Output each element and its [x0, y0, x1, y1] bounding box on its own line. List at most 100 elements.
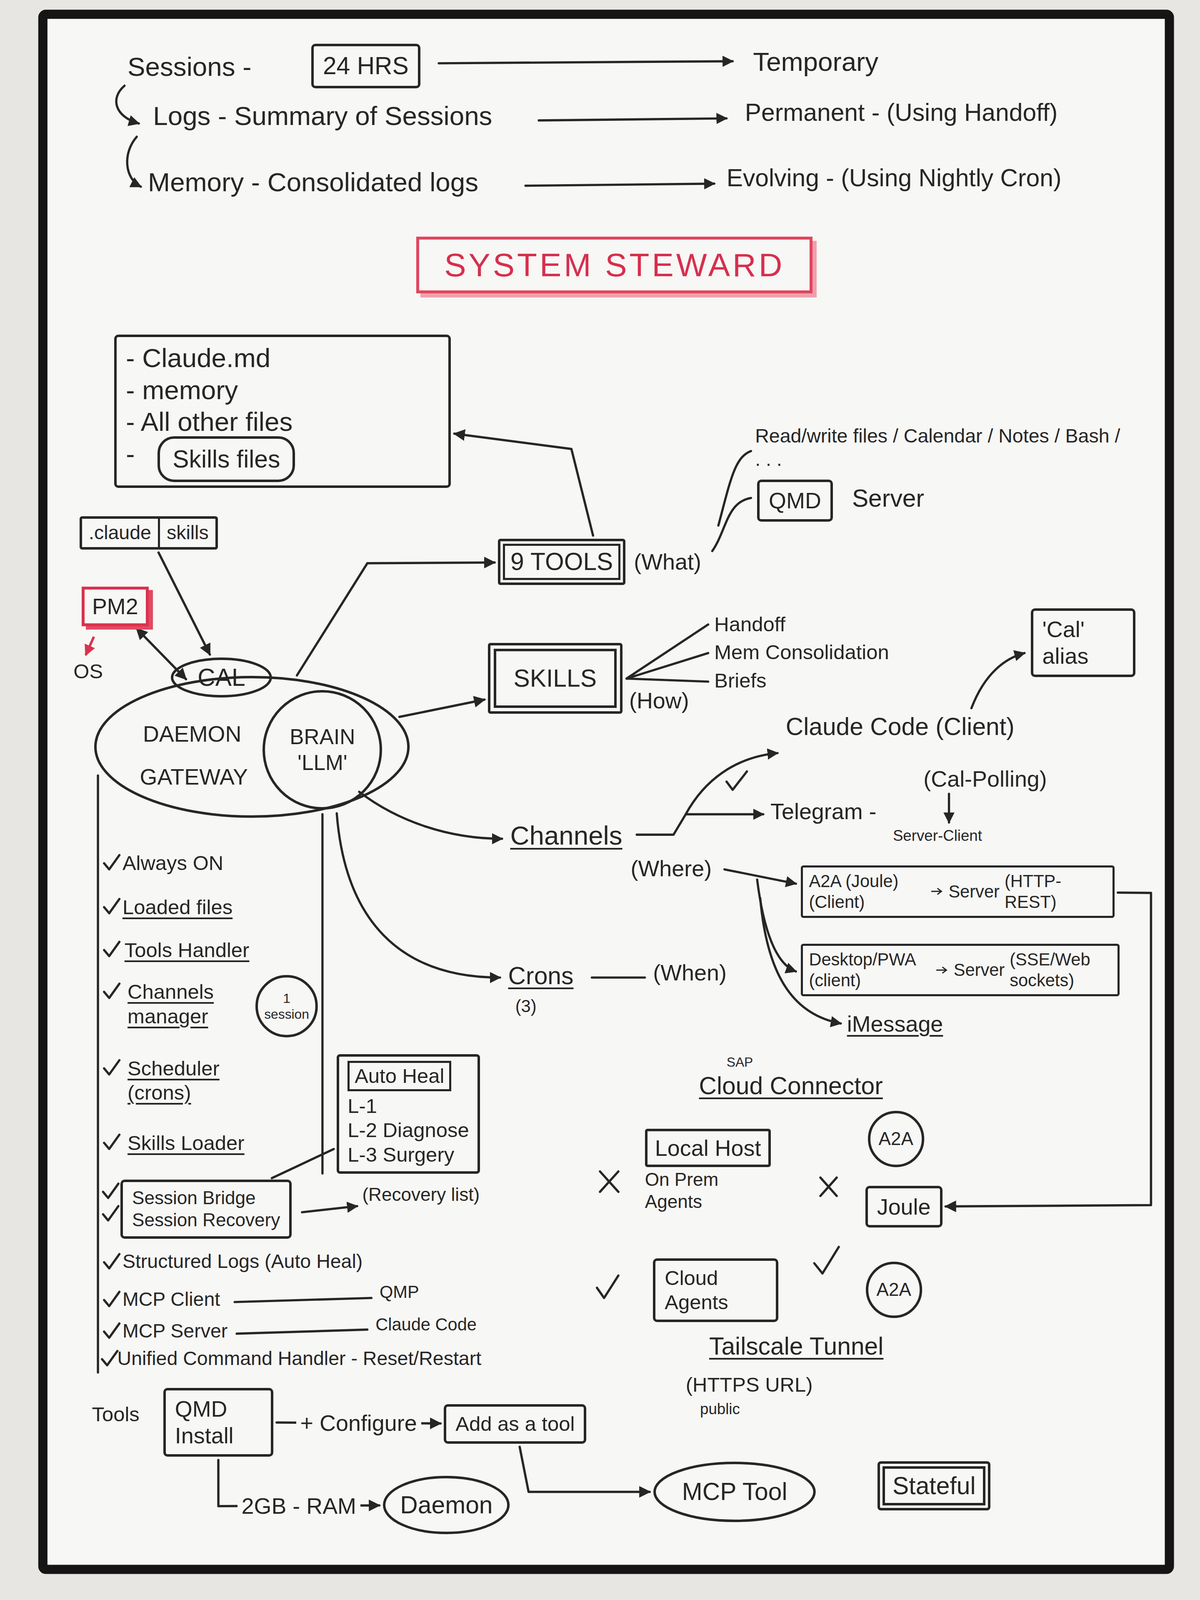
arrow — [359, 791, 503, 839]
connector — [454, 433, 593, 536]
label-slot: MCP Client — [122, 1287, 220, 1312]
process-box: Cloud Agents — [652, 1258, 779, 1323]
node-text: Server — [953, 959, 1005, 981]
note-label: Cloud Connector — [699, 1071, 883, 1101]
note-label: Memory - Consolidated logs — [147, 166, 479, 198]
dash — [236, 1329, 368, 1334]
label-slot: Loaded files — [122, 895, 233, 920]
node-text: Server — [948, 881, 1000, 903]
connector — [272, 1149, 334, 1179]
label-slot: Logs - Summary of Sessions — [152, 100, 493, 132]
node-text: Desktop/PWA (client) — [808, 949, 932, 991]
label-slot: (Recovery list) — [362, 1183, 483, 1206]
label-slot: Cloud Connector — [699, 1071, 883, 1101]
node-text: Auto Heal — [347, 1060, 452, 1092]
ellipse-node: CAL — [170, 657, 273, 698]
label-slot: (Where) — [630, 855, 713, 883]
text-slot: DAEMON — [142, 720, 242, 748]
ellipse-node: Daemon — [382, 1475, 510, 1535]
node-text: Skills files — [172, 444, 280, 475]
note-label: (3) — [515, 995, 537, 1017]
note-label: (Where) — [630, 855, 713, 883]
label-slot: Telegram - — [770, 797, 877, 825]
arrow-icon-line — [936, 967, 947, 974]
note-label: MCP Server — [122, 1319, 228, 1343]
note-label: Skills Loader — [127, 1130, 245, 1156]
node-text: - All other files — [125, 405, 440, 438]
dash — [234, 1297, 372, 1303]
curved-arrow — [116, 85, 139, 124]
node-text: DAEMON — [142, 720, 242, 748]
node-text: (SSE/Web sockets) — [1009, 949, 1112, 991]
arrow — [685, 752, 778, 815]
label-slot: (3) — [515, 995, 537, 1017]
ellipse-outline — [93, 675, 410, 819]
label-slot: Temporary — [752, 45, 879, 78]
node-text: (HTTP-REST) — [1004, 870, 1107, 913]
node-text: GATEWAY — [139, 763, 248, 791]
note-label: Sessions - — [127, 50, 252, 83]
note-label: Logs - Summary of Sessions — [152, 100, 493, 132]
check-mark — [814, 1247, 839, 1274]
arrow-icon — [931, 886, 944, 897]
node-text: MCP Tool — [682, 1477, 788, 1507]
title-text: SYSTEM STEWARD — [416, 236, 813, 294]
note-label: iMessage — [847, 1010, 944, 1038]
label-slot: OS — [73, 659, 103, 684]
red-box: PM2 — [81, 586, 149, 627]
bracket-line — [718, 450, 751, 526]
label-slot: Claude Code — [375, 1314, 477, 1335]
board-frame — [42, 14, 1170, 1570]
arrow — [636, 814, 764, 835]
double-box: Stateful — [877, 1461, 991, 1511]
ellipse-node: A2A — [865, 1261, 923, 1319]
node-text: CAL — [197, 662, 245, 693]
note-label: Tools Handler — [124, 937, 250, 963]
channel-box: Desktop/PWA (client) Server(SSE/Web socke… — [800, 943, 1120, 997]
ellipse-node: 1 session — [255, 974, 319, 1038]
note-label: Telegram - — [770, 797, 877, 825]
label-slot: Structured Logs (Auto Heal) — [122, 1250, 363, 1274]
arrow — [336, 813, 500, 978]
note-label: (Cal-Polling) — [923, 765, 1047, 793]
label-slot: Sessions - — [127, 50, 252, 83]
note-label: QMP — [379, 1281, 420, 1303]
label-slot: Memory - Consolidated logs — [147, 166, 479, 198]
note-label: Server-Client — [892, 826, 983, 845]
ellipse-shape — [654, 1462, 815, 1521]
channel-box: A2A (Joule) (Client) Server(HTTP-REST) — [800, 865, 1115, 918]
ellipse-shape — [256, 976, 317, 1037]
note-label: MCP Client — [122, 1287, 220, 1312]
node-text: Stateful — [892, 1471, 976, 1501]
node-text: 'Cal' alias — [1042, 615, 1125, 670]
note-label: Temporary — [752, 45, 879, 78]
note-label: Channels manager — [127, 979, 259, 1029]
split-box: .claudeskills — [79, 516, 218, 550]
edge-label-slot: + Configure — [296, 1408, 422, 1438]
label-slot: SAP — [726, 1054, 754, 1070]
label-slot: Read/write files / Calendar / Notes / Ba… — [755, 424, 1123, 472]
node-text: Add as a tool — [455, 1411, 575, 1437]
arrow — [971, 652, 1025, 708]
label-slot: Tools — [91, 1402, 140, 1427]
rounded-box: Skills files — [157, 436, 295, 483]
note-label: Claude Code — [375, 1314, 477, 1335]
list-box: Auto HealL-1L-2 DiagnoseL-3 Surgery — [336, 1054, 480, 1174]
label-slot: (When) — [652, 959, 727, 987]
label-slot: Tailscale Tunnel — [709, 1331, 884, 1362]
label-slot: Channels manager — [127, 979, 259, 1029]
check-mark — [597, 1275, 619, 1298]
node-text: QMD Install — [175, 1395, 262, 1450]
text-slot: GATEWAY — [139, 763, 248, 791]
node-text: 9 TOOLS — [497, 538, 626, 585]
label-slot: Briefs — [714, 668, 767, 693]
node-text: A2A (Joule) (Client) — [808, 870, 927, 913]
node-text: SKILLS — [487, 642, 623, 715]
note-label: public — [700, 1400, 740, 1419]
node-text: Daemon — [400, 1490, 493, 1520]
note-label: SAP — [726, 1054, 754, 1070]
note-label: Channels — [510, 819, 623, 852]
node-text: (What) — [633, 548, 702, 576]
